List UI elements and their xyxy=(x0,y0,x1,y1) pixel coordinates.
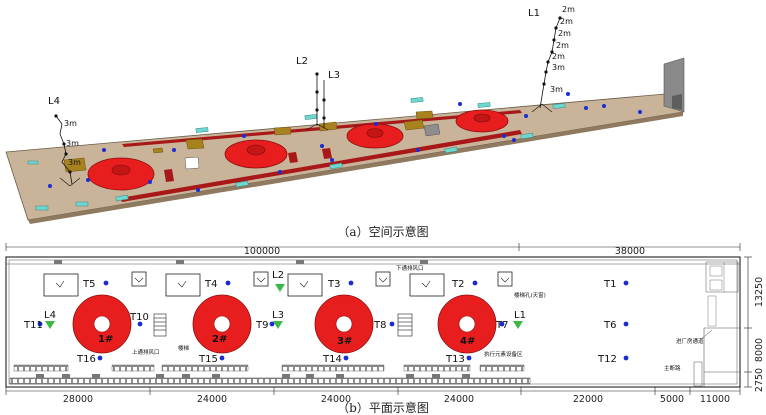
sensor-T6: T6 xyxy=(603,320,616,331)
mark-L4-1: 3m xyxy=(64,119,77,128)
floor-slab xyxy=(5,93,684,221)
sensor-T15: T15 xyxy=(198,354,218,365)
perspective-sensors xyxy=(48,92,642,192)
mark-L1-6: 3m xyxy=(552,63,565,72)
plan-tank-3: 3# xyxy=(314,294,374,354)
line-L2: L2 xyxy=(296,56,329,131)
plan-outer-wall xyxy=(5,256,741,388)
note-main-door: 主断路 xyxy=(664,364,681,372)
plan-equipment-rows xyxy=(13,364,525,372)
sensor-L4: L4 xyxy=(44,310,56,321)
sensor-T1: T1 xyxy=(603,279,616,290)
plan-tank-1: 1# xyxy=(72,294,132,354)
dim-bottom-3: 24000 xyxy=(321,394,351,405)
dim-bottom-4: 24000 xyxy=(444,394,474,405)
plan-bottom-vents xyxy=(36,374,470,378)
note-stair-b: 楼梯孔(天窗) xyxy=(514,291,546,299)
perspective-panels xyxy=(63,110,434,173)
tank-label-4: 4# xyxy=(460,336,475,347)
sensor-T13: T13 xyxy=(445,354,465,365)
perspective-tank-1 xyxy=(87,157,155,191)
sensor-T7: T7 xyxy=(495,320,508,331)
sensor-T14: T14 xyxy=(322,354,342,365)
dim-bottom-2: 24000 xyxy=(197,394,227,405)
mark-L4-2: 3m xyxy=(66,139,79,148)
label-L3: L3 xyxy=(328,70,340,81)
mark-L4-3: 3m xyxy=(68,158,81,167)
plan-machine-boxes xyxy=(43,271,513,297)
plan-t-sensors: T1 T2 T3 T4 T5 T6 T7 T8 T9 T10 T11 T12 T… xyxy=(23,279,629,365)
plan-tank-4: 4# xyxy=(437,294,497,354)
perspective-tank-4 xyxy=(455,109,509,133)
plan-l-sensors: L1 L2 L3 L4 xyxy=(44,270,526,329)
sensor-T8: T8 xyxy=(373,320,386,331)
note-entrance: 进厂房通道 xyxy=(676,337,704,345)
beam-near xyxy=(120,130,522,202)
note-lower-vent: 下通排风口 xyxy=(396,264,424,272)
mark-L1-5: 2m xyxy=(552,52,565,61)
sensor-T2: T2 xyxy=(451,279,464,290)
label-L1: L1 xyxy=(528,8,540,19)
dim-bottom-6: 5000 xyxy=(660,394,684,405)
mark-L1-1: 2m xyxy=(562,5,575,14)
perspective-view: L4 3m 3m 3m L2 L3 L1 2m xyxy=(5,5,685,224)
beam-short-1 xyxy=(288,152,298,163)
plan-tank-2: 2# xyxy=(192,294,252,354)
sensor-L2: L2 xyxy=(272,270,284,281)
mark-L1-7: 3m xyxy=(550,85,563,94)
sensor-T9: T9 xyxy=(255,320,268,331)
mark-L1-3: 2m xyxy=(558,29,571,38)
mark-L1-2: 2m xyxy=(560,17,573,26)
plan-view: 100000 38000 xyxy=(5,243,765,405)
plan-top-vents xyxy=(54,260,428,264)
dim-right-2: 8000 xyxy=(754,338,765,362)
sensor-T11: T11 xyxy=(23,320,43,331)
dim-right-1: 13250 xyxy=(754,277,765,307)
beam-short-2 xyxy=(322,148,332,159)
dim-top-1: 100000 xyxy=(244,246,280,257)
floor-edge xyxy=(28,112,683,224)
dim-bottom-5: 22000 xyxy=(573,394,603,405)
dim-top-2: 38000 xyxy=(615,246,645,257)
caption-b: （b）平面示意图 xyxy=(337,400,429,415)
sensor-T16: T16 xyxy=(76,354,96,365)
sensor-T5: T5 xyxy=(82,279,95,290)
dim-right-3: 2750 xyxy=(754,368,765,392)
sensor-L3: L3 xyxy=(272,310,284,321)
beam-short-3 xyxy=(164,169,174,182)
caption-a: （a）空间示意图 xyxy=(337,224,428,239)
perspective-vents xyxy=(27,97,566,211)
sensor-T4: T4 xyxy=(204,279,217,290)
line-L1: L1 2m 2m 2m 2m 2m 3m 3m xyxy=(528,5,575,113)
line-L4: L4 3m 3m 3m xyxy=(48,96,81,187)
note-upper-vent: 上通排风口 xyxy=(132,348,160,356)
tank-label-3: 3# xyxy=(337,336,352,347)
line-L3: L3 xyxy=(322,70,340,128)
note-stair-a: 楼梯 xyxy=(178,344,190,352)
sensor-T10: T10 xyxy=(129,312,149,323)
label-L2: L2 xyxy=(296,56,308,67)
note-equipment: 执行元素设备区 xyxy=(484,350,523,358)
dim-bottom-1: 28000 xyxy=(63,394,93,405)
sensor-L1: L1 xyxy=(514,310,526,321)
sensor-T3: T3 xyxy=(327,279,340,290)
perspective-tank-2 xyxy=(224,139,288,169)
sensor-T12: T12 xyxy=(597,354,617,365)
label-L4: L4 xyxy=(48,96,60,107)
mark-L1-4: 2m xyxy=(556,41,569,50)
perspective-tank-3 xyxy=(346,123,404,149)
plan-stairs xyxy=(153,313,413,337)
tank-label-2: 2# xyxy=(212,334,227,345)
plan-bottom-rail xyxy=(9,377,531,385)
tank-label-1: 1# xyxy=(98,334,113,345)
dim-bottom-7: 11000 xyxy=(700,394,730,405)
